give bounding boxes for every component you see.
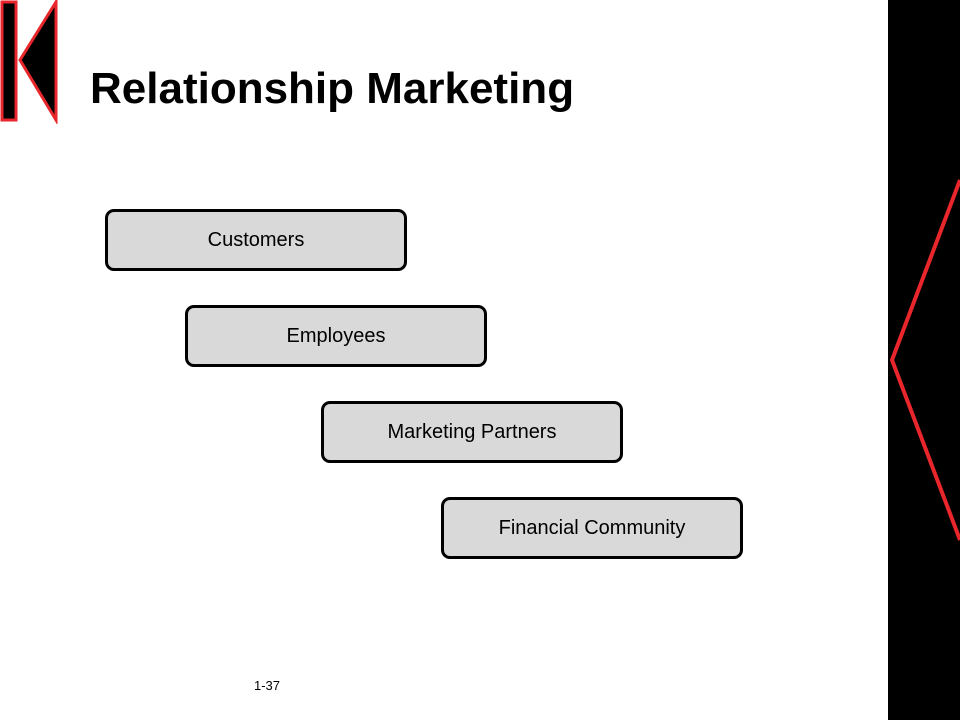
right-side-band [888,0,960,720]
k-logo-icon [0,0,58,124]
slide-title: Relationship Marketing [90,64,575,113]
relationship-diagram: Customers Employees Marketing Partners F… [105,209,743,559]
box-financial-community: Financial Community [441,497,743,559]
box-marketing-partners: Marketing Partners [321,401,623,463]
box-customers: Customers [105,209,407,271]
box-employees: Employees [185,305,487,367]
slide-number: 1-37 [254,678,281,693]
